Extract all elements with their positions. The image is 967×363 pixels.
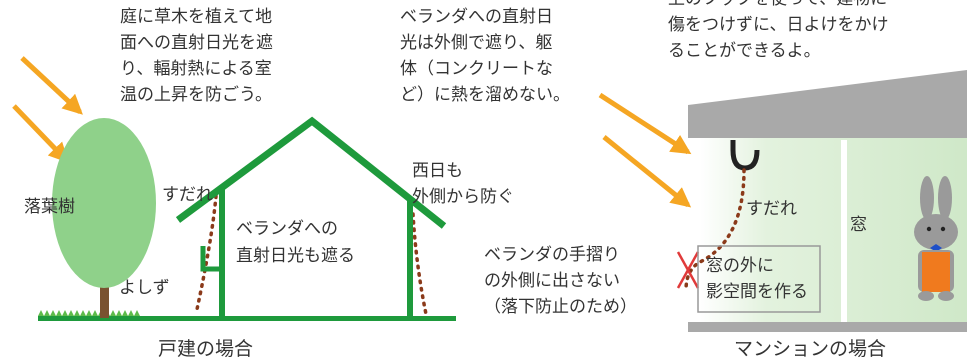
cross-mark bbox=[676, 251, 700, 289]
veranda-label: ベランダへの 直射日光も遮る bbox=[236, 219, 355, 266]
caption-house: 戸建の場合 bbox=[158, 338, 254, 360]
right-note: ベランダへの直射日 光は外側で遮り、躯 体（コンクリートな ど）に熱を溜めない。 bbox=[400, 4, 570, 108]
sudare-label-right: すだれ bbox=[746, 199, 797, 219]
sun-arrow bbox=[20, 56, 83, 115]
ceiling-slab bbox=[688, 70, 967, 138]
hook-icon bbox=[730, 140, 760, 171]
railing-note: ベランダの手摺り の外側に出さない （落下防止のため） bbox=[484, 245, 637, 317]
sun-arrows-left bbox=[12, 56, 83, 163]
sudare-dotted-right bbox=[684, 168, 746, 292]
note-line: り、輻射熱による室 bbox=[120, 59, 272, 79]
note-line: 光は外側で遮り、躯 bbox=[400, 33, 553, 53]
note-line: 上のフックを使って、建物に bbox=[668, 0, 889, 12]
sun-arrow bbox=[12, 104, 69, 163]
rabbit-mascot bbox=[914, 176, 958, 301]
note-line: 庭に草木を植えて地 bbox=[120, 7, 273, 27]
note-line: 傷をつけずに、日よけをかけ bbox=[668, 15, 889, 35]
veranda-railing bbox=[200, 246, 222, 272]
sudare-label-left: すだれ bbox=[162, 185, 213, 205]
caption-apartment: マンションの場合 bbox=[734, 338, 887, 360]
tree-label: 落葉樹 bbox=[24, 197, 75, 217]
west-sun-label: 西日も 外側から防ぐ bbox=[412, 161, 514, 207]
tree-crown bbox=[52, 118, 156, 288]
left-note: 庭に草木を植えて地 面への直射日光を遮 り、輻射熱による室 温の上昇を防ごう。 bbox=[120, 4, 273, 108]
note-line: 温の上昇を防ごう。 bbox=[120, 85, 272, 105]
tree-trunk bbox=[100, 260, 109, 318]
ground-left bbox=[38, 310, 456, 321]
note-line: ベランダへの直射日 bbox=[400, 7, 553, 27]
floor-slab bbox=[688, 322, 967, 332]
sun-arrow bbox=[598, 92, 692, 155]
sudare-dotted-left bbox=[194, 194, 218, 316]
yoshizu-label: よしず bbox=[119, 278, 170, 298]
hook-note: 上のフックを使って、建物に 傷をつけずに、日よけをかけ ることができるよ。 bbox=[668, 0, 889, 64]
note-line: ることができるよ。 bbox=[668, 41, 821, 61]
note-line: 面への直射日光を遮 bbox=[120, 33, 273, 53]
note-line: 体（コンクリートな bbox=[400, 59, 553, 79]
note-line: ど）に熱を溜めない。 bbox=[400, 85, 570, 105]
sun-arrows-right bbox=[598, 92, 692, 208]
grass bbox=[38, 310, 140, 316]
west-screen-dotted bbox=[411, 212, 428, 316]
shade-space-label: 窓の外に 影空間を作る bbox=[706, 256, 808, 302]
house-roof bbox=[175, 116, 447, 229]
house bbox=[175, 116, 447, 318]
window-frame bbox=[841, 140, 847, 322]
sun-arrow bbox=[602, 135, 692, 208]
deciduous-tree bbox=[52, 118, 156, 318]
window-label: 窓 bbox=[850, 215, 867, 235]
shade-space-box bbox=[697, 245, 821, 313]
